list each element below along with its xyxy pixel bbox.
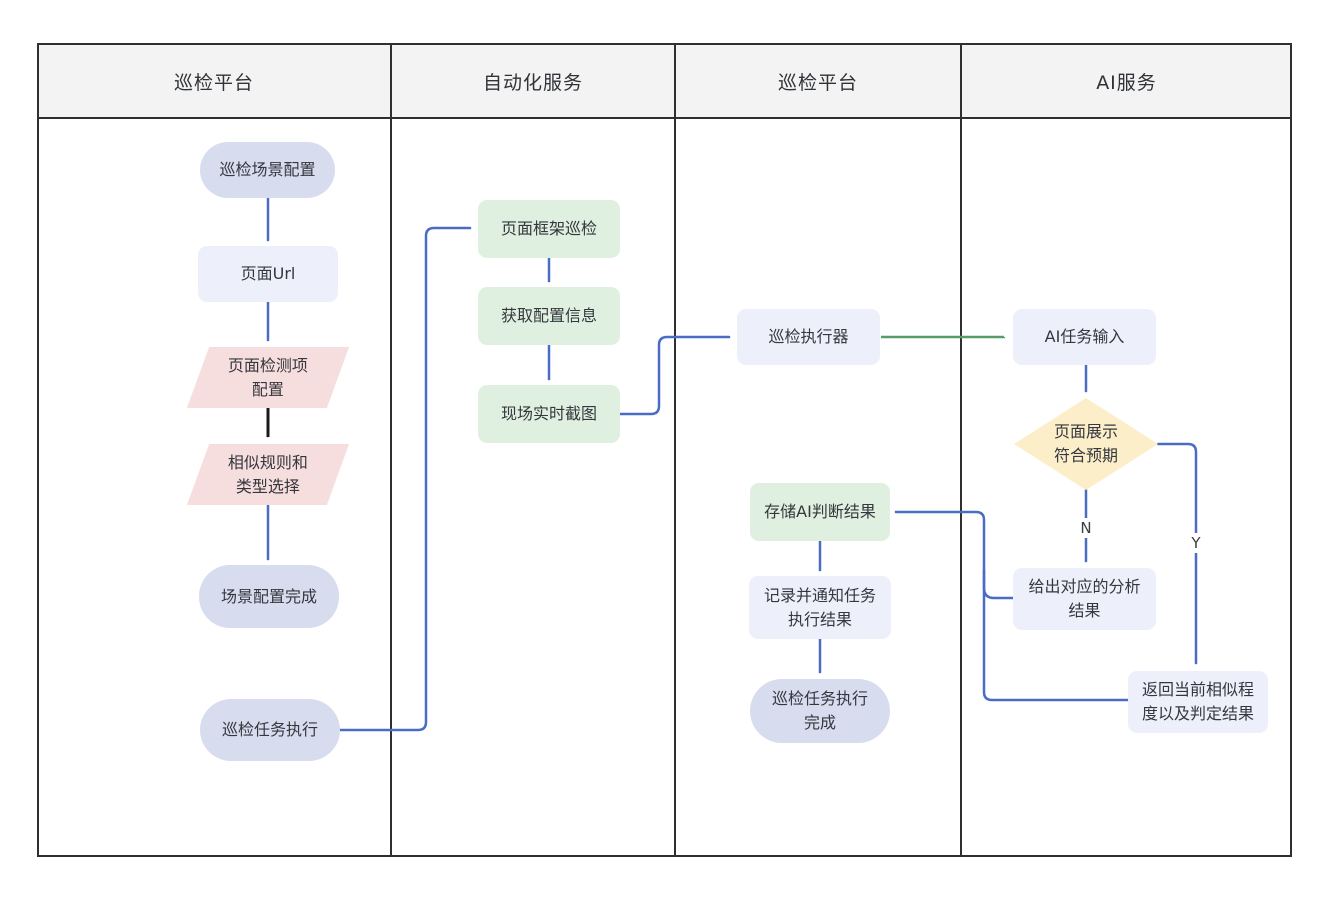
diamond-shape bbox=[1014, 398, 1158, 490]
node-analysis-result: 给出对应的分析 结果 bbox=[1013, 568, 1156, 630]
node-inspection-executor: 巡检执行器 bbox=[737, 309, 880, 365]
edge-label-yes: Y bbox=[1187, 533, 1205, 553]
node-live-screenshot: 现场实时截图 bbox=[478, 385, 620, 443]
lane-divider-3 bbox=[960, 43, 962, 857]
node-page-check-items: 页面检测项 配置 bbox=[186, 347, 350, 408]
node-scene-config-done: 场景配置完成 bbox=[199, 565, 339, 628]
node-similar-rules: 相似规则和 类型选择 bbox=[186, 444, 350, 505]
lane-divider-1 bbox=[390, 43, 392, 857]
decision-page-as-expected: 页面展示 符合预期 bbox=[1014, 398, 1158, 490]
node-store-ai-result: 存储AI判断结果 bbox=[750, 483, 890, 541]
lane-title-inspection-platform-1: 巡检平台 bbox=[173, 71, 254, 94]
node-inspection-task-run: 巡检任务执行 bbox=[200, 699, 340, 761]
swimlane-header-row bbox=[37, 43, 1292, 119]
lane-title-automation-service: 自动化服务 bbox=[482, 71, 583, 94]
lane-title-inspection-platform-2: 巡检平台 bbox=[777, 71, 858, 94]
node-page-url: 页面Url bbox=[198, 246, 338, 302]
node-ai-task-input: AI任务输入 bbox=[1013, 309, 1156, 365]
node-record-notify: 记录并通知任务 执行结果 bbox=[749, 576, 891, 639]
node-page-frame-inspect: 页面框架巡检 bbox=[478, 200, 620, 258]
lane-divider-2 bbox=[674, 43, 676, 857]
node-task-done: 巡检任务执行 完成 bbox=[750, 679, 890, 743]
node-get-config-info: 获取配置信息 bbox=[478, 287, 620, 345]
lane-title-ai-service: AI服务 bbox=[1096, 71, 1157, 94]
node-scene-config: 巡检场景配置 bbox=[200, 142, 335, 198]
node-return-similarity: 返回当前相似程 度以及判定结果 bbox=[1128, 671, 1268, 733]
edge-label-no: N bbox=[1076, 518, 1096, 538]
